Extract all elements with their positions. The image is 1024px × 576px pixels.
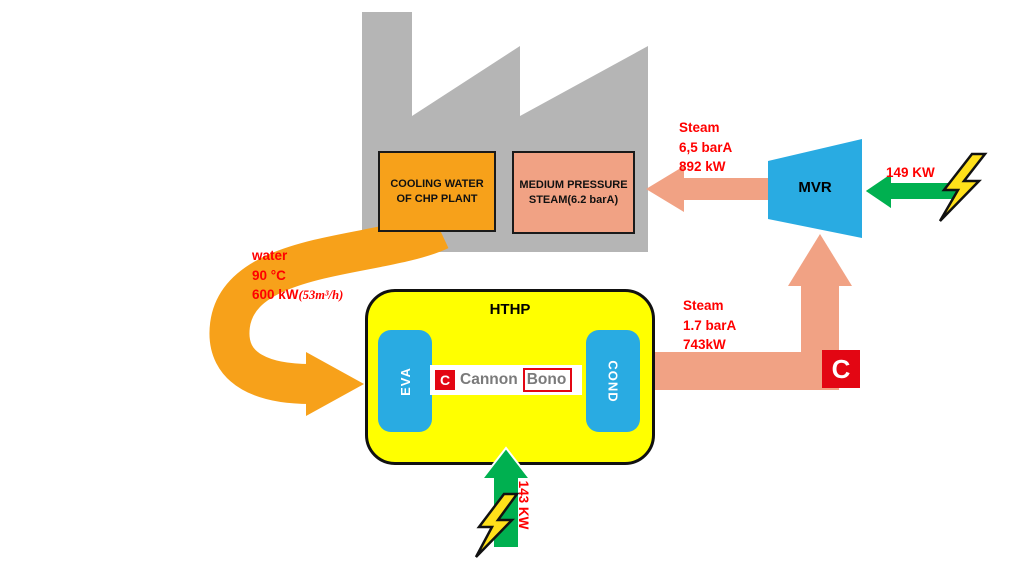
- logo-word-cannon: Cannon: [460, 371, 518, 388]
- medium-pressure-steam-box: MEDIUM PRESSURE STEAM(6.2 barA): [512, 151, 635, 234]
- condenser-block: COND: [586, 330, 640, 432]
- evaporator-label: EVA: [397, 366, 413, 396]
- hthp-unit: HTHP EVA COND C Cannon Bono: [365, 289, 655, 465]
- lightning-icon-hthp: [474, 492, 520, 558]
- cannon-badge-icon: C: [822, 350, 860, 388]
- cooling-water-box: COOLING WATER OF CHP PLANT: [378, 151, 496, 232]
- cannon-bono-logo: C Cannon Bono: [430, 365, 582, 395]
- evaporator-block: EVA: [378, 330, 432, 432]
- cooling-water-box-label: COOLING WATER OF CHP PLANT: [390, 178, 484, 205]
- condenser-label: COND: [605, 359, 621, 403]
- hthp-power-label: 143 KW: [516, 480, 531, 530]
- medium-pressure-steam-box-label: MEDIUM PRESSURE STEAM(6.2 barA): [519, 179, 628, 206]
- cannon-logo-icon: C: [435, 370, 455, 390]
- mvr-power-label: 149 KW: [886, 165, 935, 180]
- mvr-label: MVR: [798, 179, 832, 196]
- steam-out-label: Steam 6,5 barA 892 kW: [679, 120, 733, 175]
- logo-word-bono: Bono: [522, 368, 573, 392]
- steam-mid-label: Steam 1.7 barA 743kW: [683, 298, 737, 353]
- lightning-icon-mvr: [938, 152, 988, 222]
- steam-arrow-cond-to-mvr-head: [788, 234, 852, 286]
- hthp-title: HTHP: [489, 301, 531, 318]
- water-arrow-head: [306, 352, 364, 416]
- water-in-label: water 90 °C 600 kW(53m³/h): [252, 248, 344, 303]
